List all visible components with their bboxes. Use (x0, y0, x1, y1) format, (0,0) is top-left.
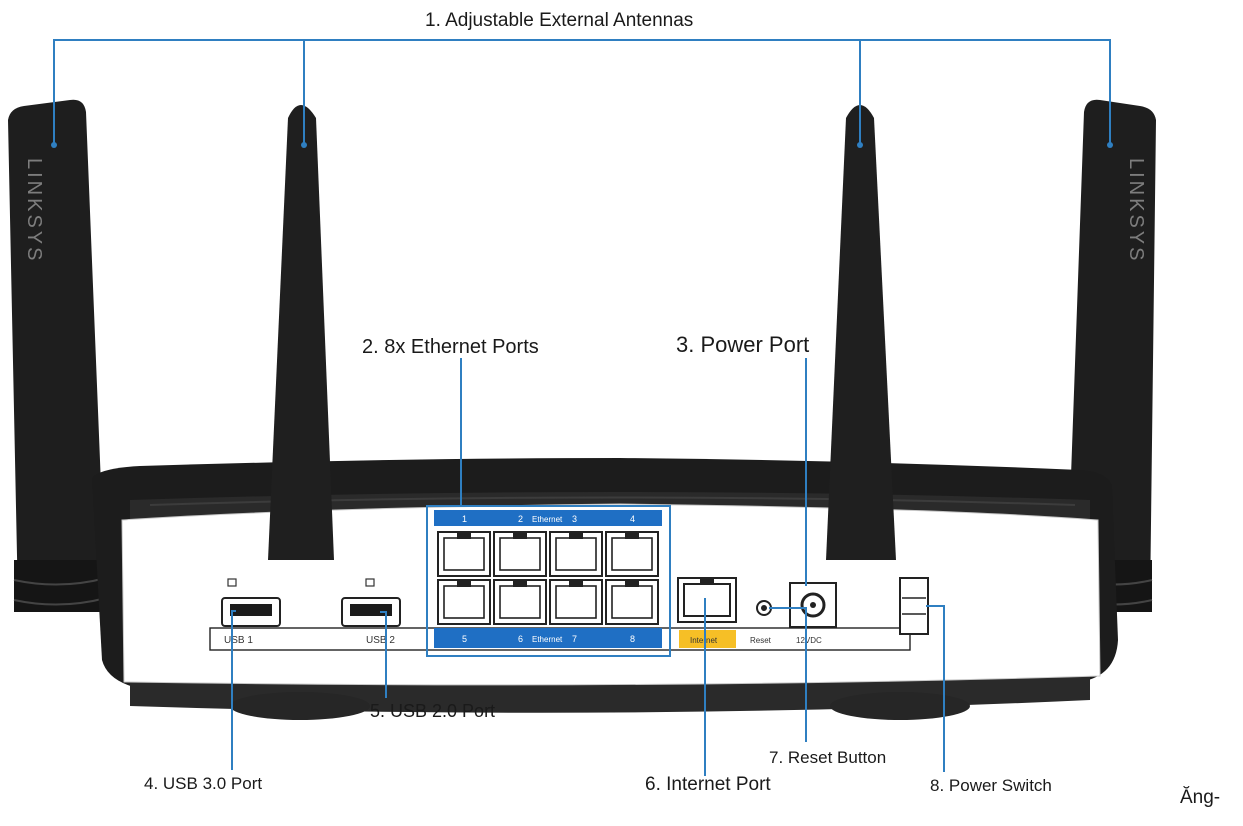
callout-dots (51, 142, 1113, 148)
callout-power-port: 3. Power Port (676, 332, 809, 357)
eth-label-5: 5 (462, 634, 467, 644)
eth-label-7: 7 (572, 634, 577, 644)
ethernet-panel (426, 505, 671, 657)
usb1-label: USB 1 (224, 635, 253, 646)
ethernet-port-1[interactable] (437, 531, 491, 577)
internet-label: Internet (690, 636, 718, 645)
ethernet-bottom-labels: 5 6 Ethernet 7 8 (462, 634, 635, 644)
ethernet-port-5[interactable] (437, 579, 491, 625)
reset-button[interactable] (756, 600, 772, 616)
brand-logo-left: LINKSYS (23, 158, 45, 263)
callout-usb2: 5. USB 2.0 Port (370, 701, 495, 721)
eth-label-2: 2 (518, 514, 523, 524)
dc-label: 12VDC (796, 636, 822, 645)
power-switch[interactable] (899, 577, 929, 635)
callout-ethernet: 2. 8x Ethernet Ports (362, 336, 539, 358)
callout-reset: 7. Reset Button (769, 748, 886, 767)
ethernet-port-2[interactable] (493, 531, 547, 577)
eth-label-3: 3 (572, 514, 577, 524)
eth-label-word-top: Ethernet (532, 515, 563, 524)
internet-port[interactable] (677, 577, 737, 648)
usb2-label: USB 2 (366, 635, 395, 646)
ethernet-port-3[interactable] (549, 531, 603, 577)
power-port[interactable] (789, 582, 837, 628)
eth-label-6: 6 (518, 634, 523, 644)
callout-usb3: 4. USB 3.0 Port (144, 774, 262, 793)
antenna-right-inner (826, 105, 896, 560)
ethernet-port-8[interactable] (605, 579, 659, 625)
reset-label: Reset (750, 636, 772, 645)
brand-logo-right: LINKSYS (1125, 158, 1147, 263)
eth-label-4: 4 (630, 514, 635, 524)
antenna-left-inner (268, 105, 334, 560)
antenna-left-outer: LINKSYS (8, 99, 107, 612)
ethernet-top-labels: 1 2 Ethernet 3 4 (462, 514, 635, 524)
eth-label-1: 1 (462, 514, 467, 524)
callout-lines (53, 39, 1111, 776)
ethernet-port-4[interactable] (605, 531, 659, 577)
ethernet-port-7[interactable] (549, 579, 603, 625)
callout-internet: 6. Internet Port (645, 774, 771, 795)
eth-label-8: 8 (630, 634, 635, 644)
callout-power-switch: 8. Power Switch (930, 776, 1052, 795)
eth-label-word-bottom: Ethernet (532, 635, 563, 644)
ethernet-port-6[interactable] (493, 579, 547, 625)
usb3-port[interactable] (221, 578, 281, 627)
corner-text: Ăng- (1180, 787, 1220, 808)
callout-antennas: 1. Adjustable External Antennas (425, 10, 693, 31)
